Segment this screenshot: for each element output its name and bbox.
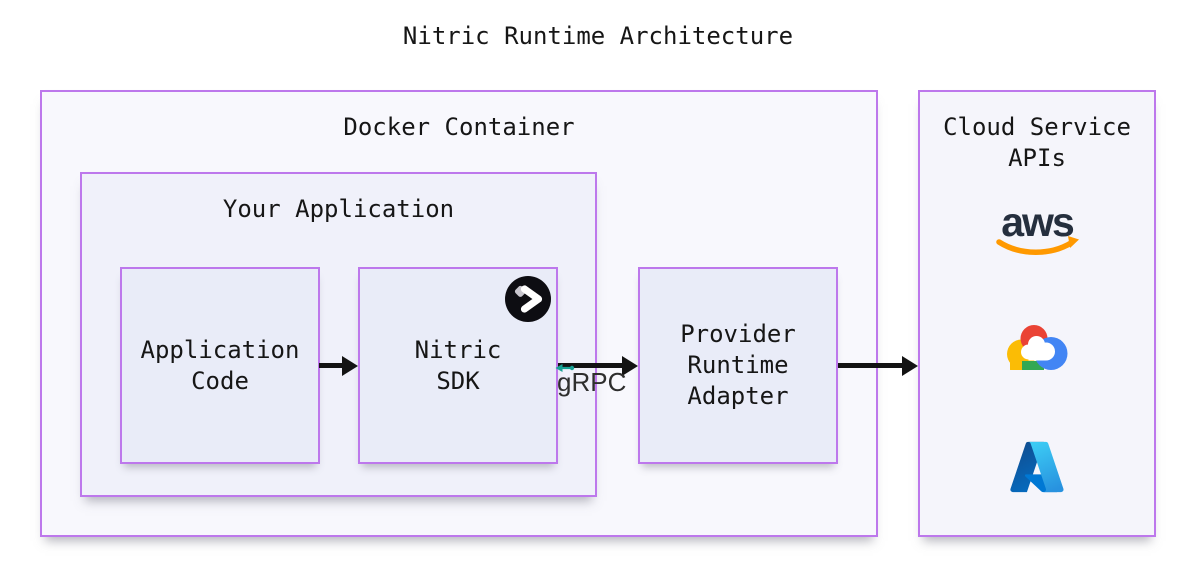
- azure-logo: [1010, 441, 1064, 493]
- application-code-label: Application Code: [140, 335, 300, 395]
- aws-logo: aws: [996, 202, 1079, 255]
- google-cloud-logo: [1007, 325, 1068, 370]
- cloud-service-apis-box: Cloud Service APIs: [918, 90, 1156, 537]
- your-application-label: Your Application: [222, 195, 455, 223]
- provider-runtime-adapter-label: Provider Runtime Adapter: [680, 320, 796, 410]
- arrow-adapter-to-cloud: [838, 363, 903, 368]
- nitric-sdk-box: Nitric SDK: [358, 267, 558, 464]
- provider-runtime-adapter-box: Provider Runtime Adapter: [638, 267, 838, 464]
- grpc-logo: gRPC: [555, 362, 642, 402]
- arrow-app-code-to-sdk: [319, 363, 343, 368]
- cloud-service-apis-label: Cloud Service APIs: [943, 113, 1131, 172]
- nitric-logo-icon: [505, 276, 551, 322]
- docker-container-label: Docker Container: [343, 113, 575, 141]
- application-code-box: Application Code: [120, 267, 320, 464]
- grpc-arrow-icon: [555, 364, 575, 372]
- grpc-label: gRPC: [557, 367, 627, 397]
- arrow-sdk-to-adapter: [558, 363, 623, 368]
- diagram-title: Nitric Runtime Architecture: [402, 22, 794, 50]
- nitric-sdk-label: Nitric SDK: [414, 335, 502, 395]
- svg-text:aws: aws: [1001, 202, 1074, 245]
